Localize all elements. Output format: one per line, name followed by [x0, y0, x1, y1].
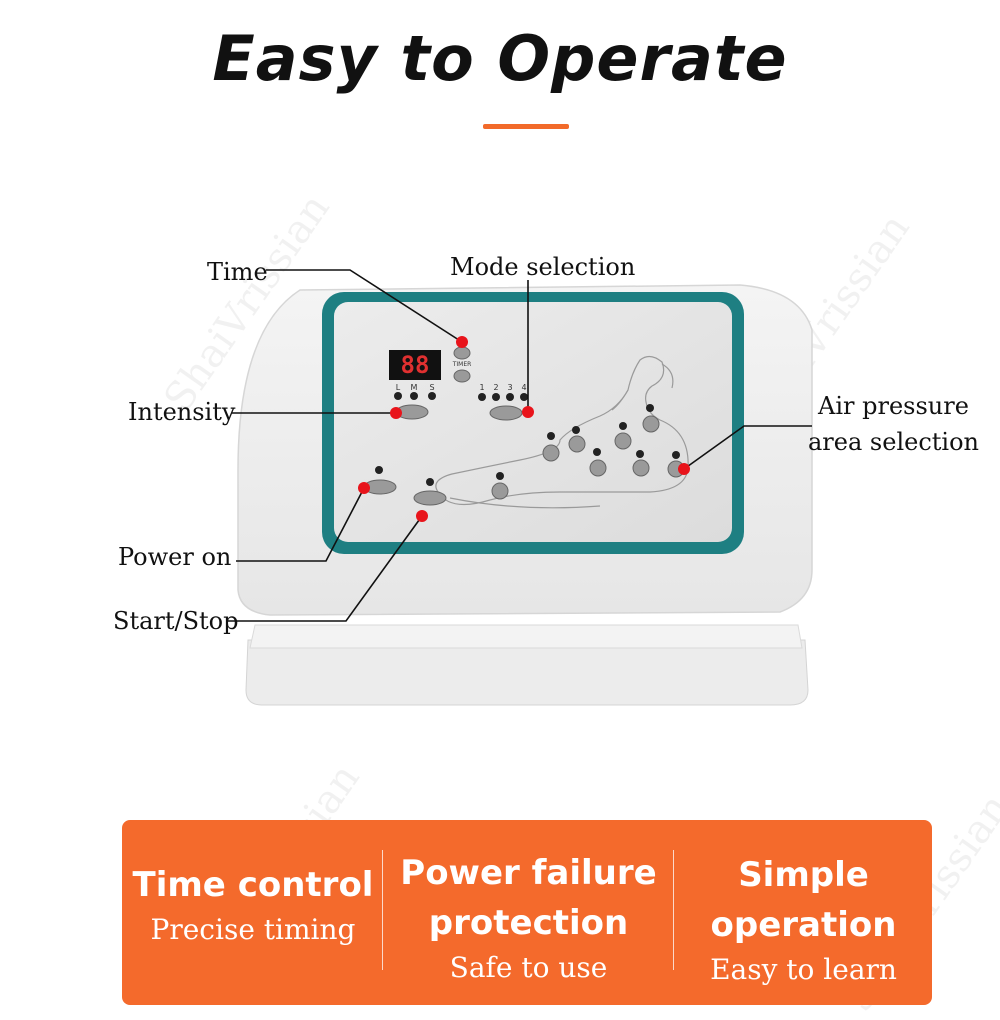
feature-title-line2: protection [428, 903, 629, 943]
banner-divider [382, 850, 383, 970]
callout-time: Time [207, 258, 268, 286]
callout-power-on: Power on [118, 543, 232, 571]
feature-subtitle: Safe to use [449, 951, 608, 984]
banner-divider [673, 850, 674, 970]
page-title: Easy to Operate [212, 22, 788, 95]
mode-button [489, 405, 523, 421]
feature-simple-operation: Simple operation Easy to learn [675, 850, 932, 990]
body-outline [435, 355, 689, 509]
feature-title: Time control [132, 865, 374, 905]
callout-air-pressure-2: area selection [808, 428, 979, 456]
callout-intensity: Intensity [128, 398, 236, 426]
mode-number: 1 [479, 383, 484, 392]
feature-banner [122, 820, 932, 1005]
zone-buttons [491, 404, 685, 500]
feature-title-line2: operation [710, 905, 897, 945]
callout-markers [358, 336, 690, 522]
mode-number: 3 [507, 383, 512, 392]
control-panel [334, 302, 732, 542]
mode-number: 4 [521, 383, 526, 392]
feature-power-failure: Power failure protection Safe to use [384, 848, 673, 988]
callout-mode-selection: Mode selection [450, 253, 636, 281]
feature-time-control: Time control Precise timing [122, 860, 384, 950]
title-underline [483, 124, 569, 129]
callout-start-stop: Start/Stop [113, 607, 239, 635]
intensity-label-m: M [411, 383, 418, 392]
callout-air-pressure-1: Air pressure [818, 392, 969, 420]
feature-subtitle: Precise timing [150, 913, 356, 946]
feature-title: Simple [738, 855, 869, 895]
timer-button [453, 346, 471, 360]
mode-number: 2 [493, 383, 498, 392]
feature-subtitle: Easy to learn [710, 953, 897, 986]
intensity-label-s: S [429, 383, 434, 392]
led-display [389, 350, 441, 380]
led-digits: 88 [401, 351, 430, 379]
feature-title: Power failure [400, 853, 657, 893]
timer-label: TIMER [452, 361, 472, 368]
intensity-label-l: L [396, 383, 401, 392]
timer-button-lower [453, 369, 471, 383]
callout-lines [228, 269, 812, 622]
start-stop-button [413, 490, 447, 506]
